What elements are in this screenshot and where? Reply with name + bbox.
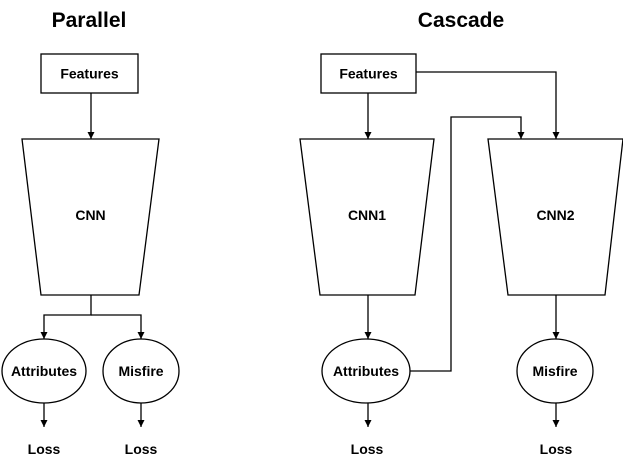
parallel-misfire-label: Misfire xyxy=(118,363,163,379)
cascade-features-label: Features xyxy=(339,66,398,82)
cascade-attributes-to-cnn2-arrow xyxy=(410,116,525,372)
parallel-features-node: Features xyxy=(40,53,139,94)
cascade-attributes-loss-label: Loss xyxy=(351,441,384,457)
parallel-features-label: Features xyxy=(60,66,119,82)
parallel-misfire-node: Misfire xyxy=(102,338,180,404)
parallel-diagram: Parallel Features CNN Attributes Misfire xyxy=(1,9,180,457)
cascade-attributes-label: Attributes xyxy=(333,363,399,379)
cascade-features-to-cnn2-arrow xyxy=(416,71,560,139)
cascade-misfire-loss-label: Loss xyxy=(540,441,573,457)
parallel-cnn-label: CNN xyxy=(75,207,105,223)
cascade-attributes-node: Attributes xyxy=(321,338,411,404)
cascade-cnn2-label: CNN2 xyxy=(536,207,574,223)
parallel-attributes-node: Attributes xyxy=(1,338,87,404)
cascade-diagram: Cascade Features CNN1 CNN2 Attributes xyxy=(299,9,623,457)
parallel-attributes-loss-label: Loss xyxy=(28,441,61,457)
cascade-cnn1-label: CNN1 xyxy=(348,207,386,223)
cascade-misfire-label: Misfire xyxy=(532,363,577,379)
cascade-cnn2-node: CNN2 xyxy=(487,138,623,296)
parallel-cnn-node: CNN xyxy=(21,138,160,296)
cascade-features-node: Features xyxy=(320,53,417,94)
cascade-title: Cascade xyxy=(418,9,504,32)
parallel-misfire-loss-label: Loss xyxy=(125,441,158,457)
parallel-cnn-to-attributes-arrow xyxy=(40,295,92,339)
parallel-cnn-to-misfire-arrow xyxy=(91,314,145,339)
parallel-title: Parallel xyxy=(52,9,127,32)
cascade-misfire-node: Misfire xyxy=(516,338,594,404)
parallel-attributes-label: Attributes xyxy=(11,363,77,379)
cascade-cnn1-node: CNN1 xyxy=(299,138,435,296)
